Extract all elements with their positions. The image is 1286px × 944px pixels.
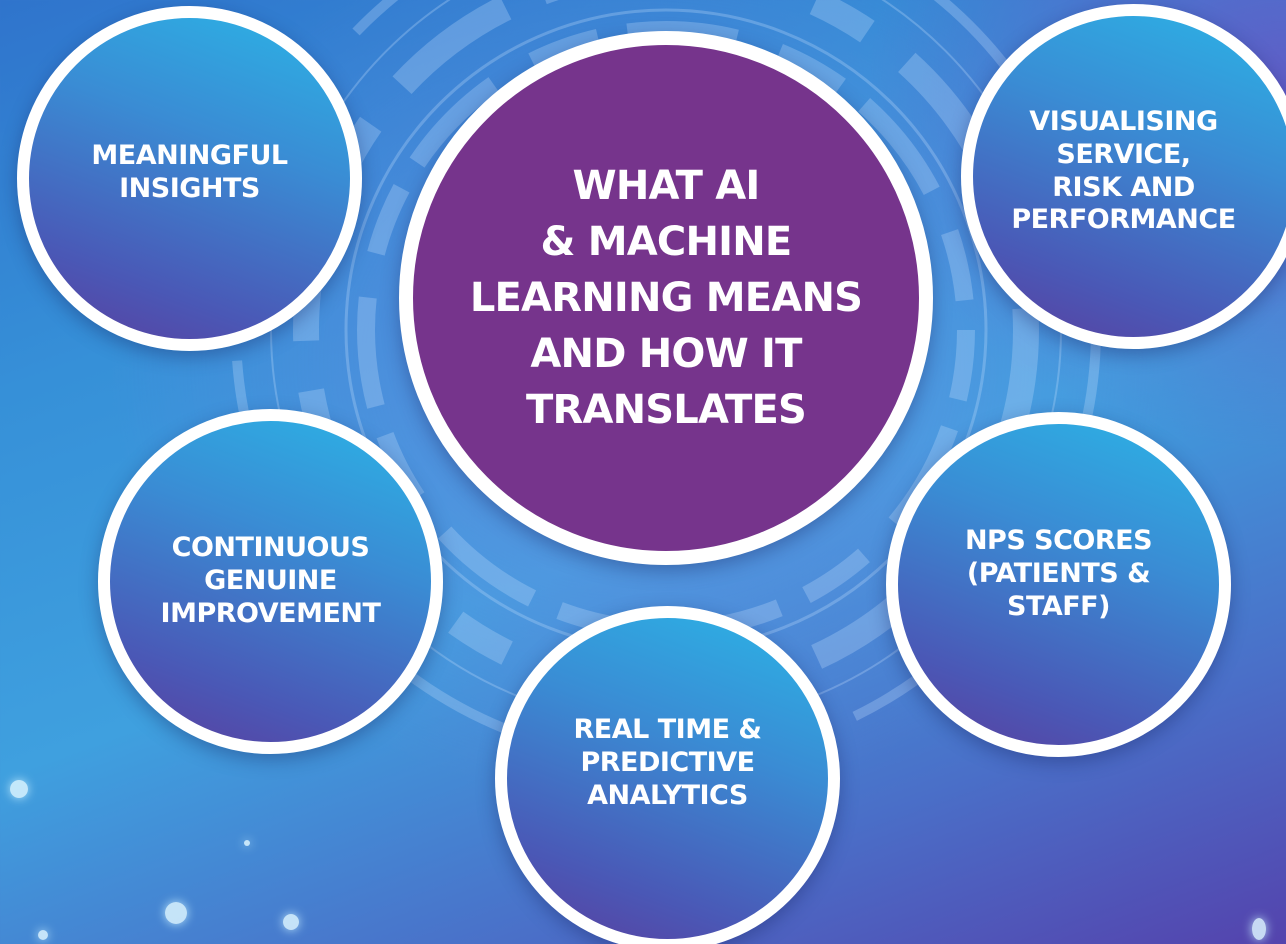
sparkle-decoration	[283, 914, 299, 930]
sparkle-decoration	[165, 902, 187, 924]
node-meaningful-insights: MEANINGFUL INSIGHTS	[17, 6, 362, 351]
sparkle-decoration	[38, 930, 48, 940]
node-label: REAL TIME & PREDICTIVE ANALYTICS	[573, 714, 762, 811]
sparkle-decoration	[244, 840, 250, 846]
node-label: VISUALISING SERVICE, RISK AND PERFORMANC…	[1011, 105, 1236, 236]
sparkle-decoration	[1252, 918, 1266, 940]
center-node: WHAT AI & MACHINE LEARNING MEANS AND HOW…	[399, 31, 933, 565]
node-visualising: VISUALISING SERVICE, RISK AND PERFORMANC…	[961, 4, 1286, 349]
node-nps-scores: NPS SCORES (PATIENTS & STAFF)	[886, 412, 1231, 757]
center-title: WHAT AI & MACHINE LEARNING MEANS AND HOW…	[469, 163, 863, 433]
node-continuous-improvement: CONTINUOUS GENUINE IMPROVEMENT	[98, 409, 443, 754]
node-label: MEANINGFUL INSIGHTS	[91, 139, 288, 204]
node-real-time-analytics: REAL TIME & PREDICTIVE ANALYTICS	[495, 606, 840, 944]
sparkle-decoration	[10, 780, 28, 798]
node-label: NPS SCORES (PATIENTS & STAFF)	[964, 525, 1153, 622]
node-label: CONTINUOUS GENUINE IMPROVEMENT	[160, 532, 381, 629]
